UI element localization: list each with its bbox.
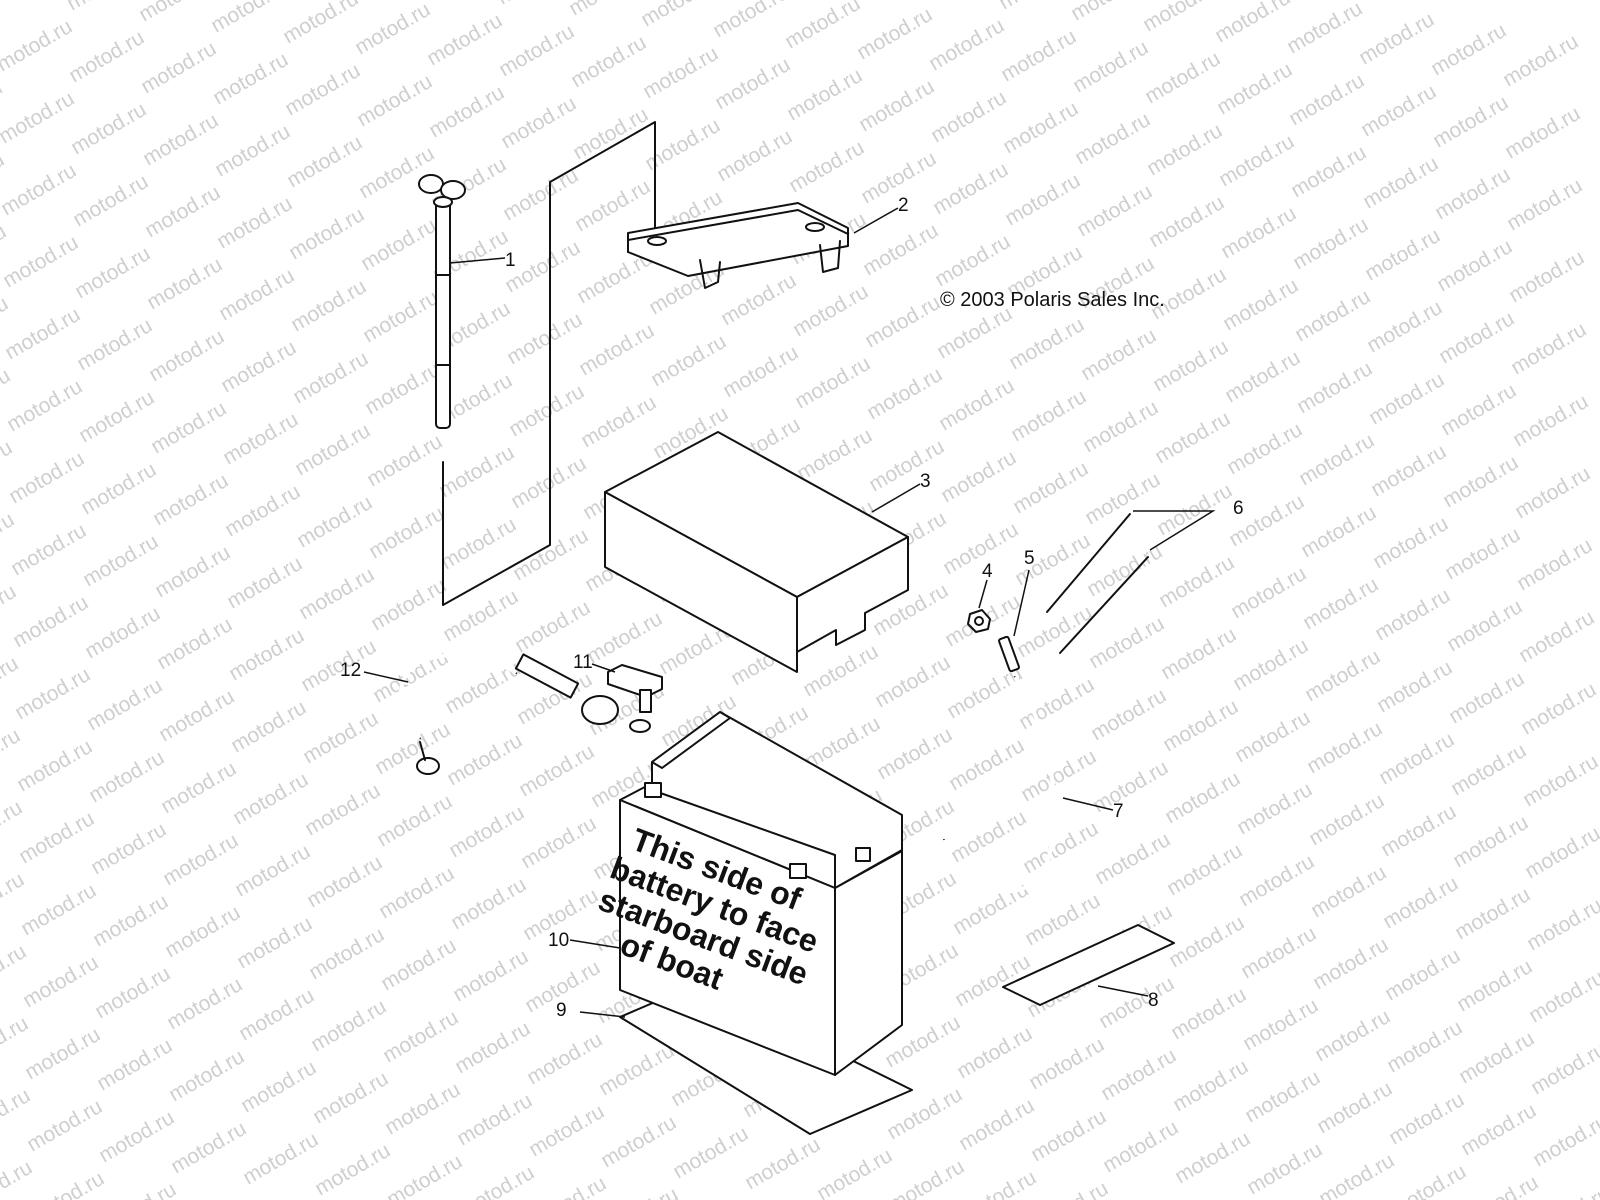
watermark-text: motod.ru: [455, 1161, 538, 1200]
watermark-text: motod.ru: [1521, 822, 1600, 883]
part-6-cable-ties: [1046, 513, 1149, 654]
watermark-text: motod.ru: [565, 0, 648, 20]
callout-7: 7: [1113, 801, 1124, 822]
watermark-text: motod.ru: [207, 0, 290, 37]
watermark-text: motod.ru: [135, 0, 218, 26]
watermark-text: motod.ru: [25, 1167, 108, 1200]
callout-lines: [363, 207, 1216, 1018]
watermark-text: motod.ru: [709, 0, 792, 42]
watermark-text: motod.ru: [995, 0, 1078, 14]
watermark-text: motod.ru: [637, 0, 720, 31]
watermark-text: motod.ru: [1283, 0, 1366, 58]
watermark-text: motod.ru: [1067, 0, 1150, 25]
watermark-text: motod.ru: [1505, 246, 1588, 307]
watermark-text: motod.ru: [813, 1144, 896, 1200]
callout-8: 8: [1148, 990, 1159, 1011]
part-10-battery: This side of battery to face starboard s…: [594, 711, 903, 1076]
callout-3: 3: [920, 471, 931, 492]
callout-11: 11: [573, 652, 593, 673]
watermark-text: motod.ru: [1459, 1171, 1542, 1200]
callout-9: 9: [556, 1000, 567, 1021]
watermark-text: motod.ru: [1519, 750, 1600, 811]
callout-10: 10: [548, 930, 569, 951]
watermark-text: motod.ru: [1029, 1177, 1112, 1200]
watermark-text: motod.ru: [1525, 966, 1600, 1027]
part-12-battery-cable: [398, 652, 651, 775]
part-3-battery-cover: [604, 431, 909, 673]
watermark-text: motod.ru: [493, 0, 576, 9]
watermark-text: motod.ru: [1509, 390, 1592, 451]
part-8-pad: [1002, 924, 1175, 1006]
watermark-text: motod.ru: [0, 1156, 36, 1200]
watermark-text: motod.ru: [311, 1139, 394, 1200]
part-2-hold-down-bracket: [627, 202, 849, 289]
watermark-text: motod.ru: [1139, 0, 1222, 36]
watermark-text: motod.ru: [279, 0, 362, 48]
callout-1: 1: [505, 250, 516, 271]
watermark-text: motod.ru: [1527, 1038, 1600, 1099]
callout-4: 4: [982, 561, 993, 582]
watermark-text: motod.ru: [1503, 174, 1586, 235]
copyright-notice: © 2003 Polaris Sales Inc.: [940, 289, 1165, 311]
watermark-text: motod.ru: [63, 0, 146, 15]
callout-2: 2: [898, 195, 909, 216]
watermark-text: motod.ru: [1517, 678, 1600, 739]
callout-12: 12: [340, 660, 361, 681]
watermark-text: motod.ru: [599, 1183, 682, 1200]
watermark-text: motod.ru: [885, 1155, 968, 1200]
watermark-text: motod.ru: [1513, 534, 1596, 595]
part-11-terminal-bolt: [607, 664, 663, 713]
watermark-text: motod.ru: [1511, 462, 1594, 523]
watermark-text: motod.ru: [781, 0, 864, 53]
callout-6: 6: [1233, 498, 1244, 519]
watermark-text: motod.ru: [1501, 102, 1584, 163]
watermark-text: motod.ru: [527, 1172, 610, 1200]
part-4-terminal-nut: [967, 609, 991, 633]
part-5-terminal-bolt: [998, 635, 1020, 673]
callout-5: 5: [1024, 548, 1035, 569]
watermark-text: motod.ru: [97, 1178, 180, 1200]
watermark-text: motod.ru: [1315, 1149, 1398, 1200]
part-1-hold-down-rod: [418, 174, 466, 429]
watermark-text: motod.ru: [1515, 606, 1598, 667]
watermark-text: motod.ru: [1499, 30, 1582, 91]
bracket-outline: [442, 121, 656, 606]
watermark-text: motod.ru: [0, 0, 74, 4]
watermark-text: motod.ru: [1211, 0, 1294, 47]
watermark-text: motod.ru: [1523, 894, 1600, 955]
watermark-text: motod.ru: [1507, 318, 1590, 379]
watermark-text: motod.ru: [923, 0, 1006, 3]
watermark-text: motod.ru: [1387, 1160, 1470, 1200]
part-7-vent-tube: [942, 675, 1057, 894]
callout-numbers: 1 2 3 4 5 6 7 8 9 10 11 12: [340, 195, 1244, 1021]
watermark-text: motod.ru: [383, 1150, 466, 1200]
watermark-text: motod.ru: [351, 0, 434, 59]
watermark-text: motod.ru: [957, 1166, 1040, 1200]
